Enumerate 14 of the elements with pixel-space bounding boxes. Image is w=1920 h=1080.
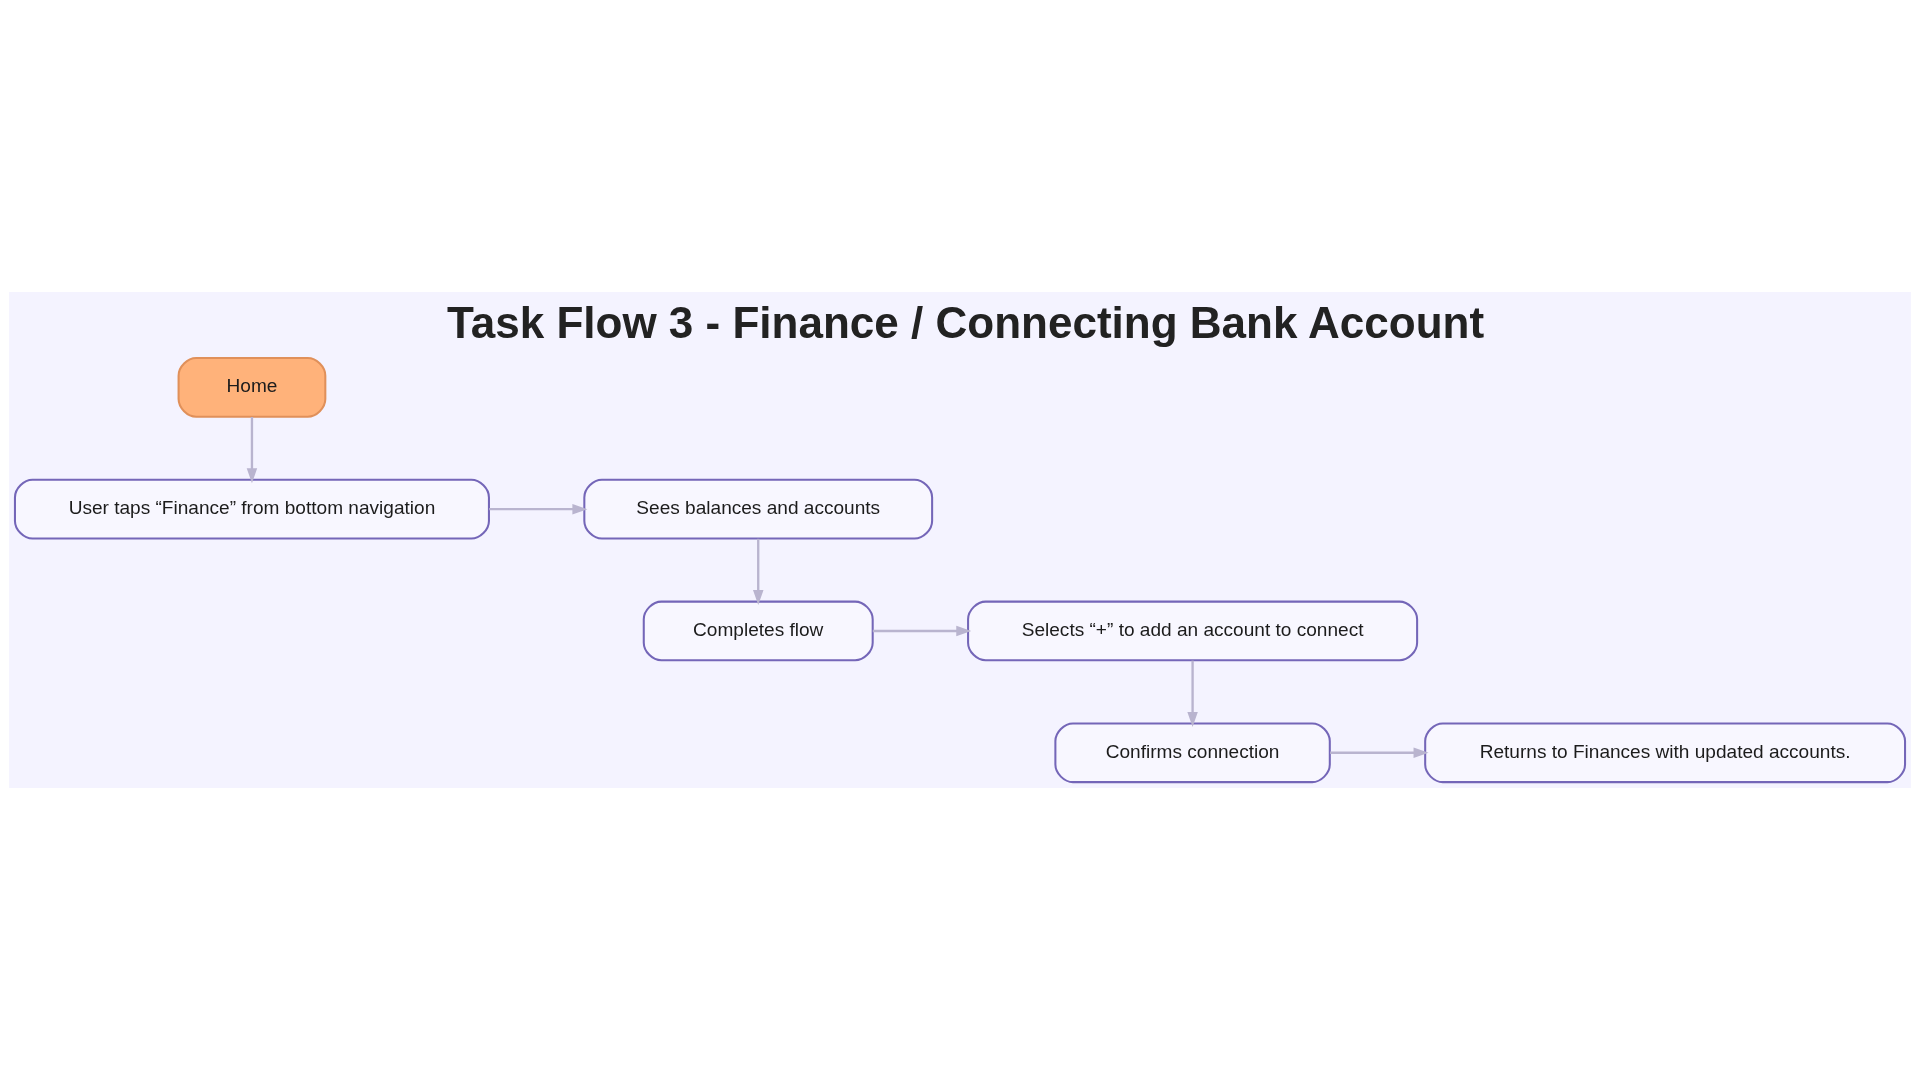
node-box: Returns to Finances with updated accounts. (1424, 722, 1907, 784)
arrow (1330, 747, 1429, 759)
arrow (752, 538, 764, 606)
node-box: Completes flow (642, 600, 874, 662)
node-box: Home (177, 357, 327, 418)
arrow (1187, 660, 1198, 727)
diagram-title: Task Flow 3 - Finance / Connecting Bank Account (447, 297, 1485, 347)
arrow (489, 503, 588, 515)
node-box: Selects “+” to add an account to connect (967, 600, 1419, 662)
arrow (246, 417, 258, 484)
node-box: Sees balances and accounts (583, 478, 934, 540)
arrow (872, 625, 972, 637)
node-box: Confirms connection (1054, 722, 1331, 784)
node-box: User taps “Finance” from bottom navigation (13, 478, 490, 540)
